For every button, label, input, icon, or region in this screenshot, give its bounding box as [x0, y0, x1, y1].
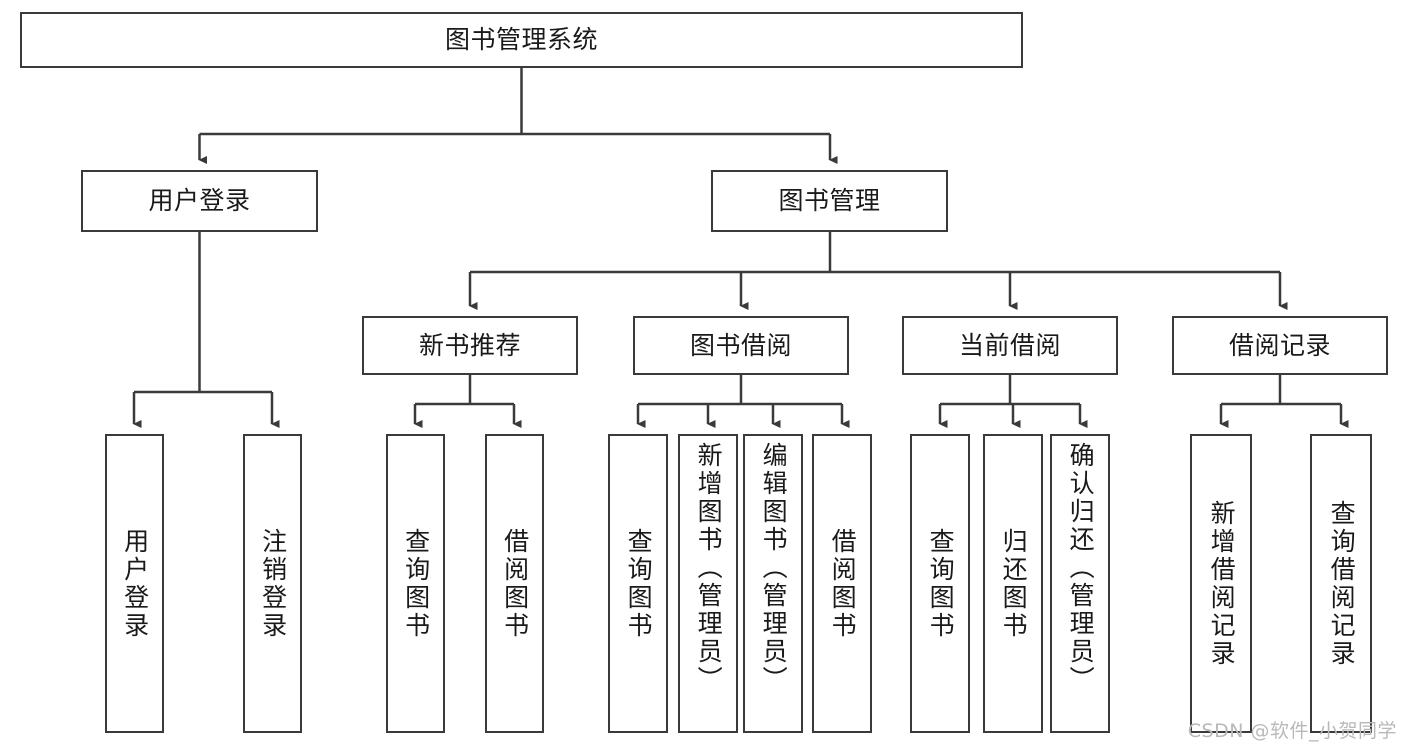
watermark-text: CSDN @软件_小贺同学: [1187, 720, 1397, 742]
node-root-label: 图书管理系统: [444, 25, 598, 55]
node-leaf-borrow-query-label: 查询图书: [624, 527, 654, 640]
node-leaf-cur-query[interactable]: 查询图书: [910, 434, 970, 733]
node-leaf-borrow-edit-label: 编辑图书（管理员）: [759, 442, 789, 694]
node-leaf-borrow-add-label: 新增图书（管理员）: [694, 442, 724, 694]
node-current-borrow[interactable]: 当前借阅: [902, 316, 1118, 375]
node-borrow-record[interactable]: 借阅记录: [1172, 316, 1388, 375]
node-book-manage-label: 图书管理: [778, 186, 881, 216]
node-leaf-user-login[interactable]: 用户登录: [105, 434, 164, 733]
node-leaf-rec-add[interactable]: 新增借阅记录: [1190, 434, 1252, 733]
node-leaf-rec-query2[interactable]: 查询借阅记录: [1310, 434, 1372, 733]
node-book-borrow[interactable]: 图书借阅: [633, 316, 849, 375]
node-user-login[interactable]: 用户登录: [81, 170, 318, 232]
node-leaf-borrow-query[interactable]: 查询图书: [608, 434, 668, 733]
node-book-borrow-label: 图书借阅: [689, 330, 792, 360]
node-leaf-rec-query2-label: 查询借阅记录: [1327, 499, 1357, 668]
node-leaf-borrow-edit[interactable]: 编辑图书（管理员）: [743, 434, 803, 733]
node-leaf-cur-return-label: 归还图书: [999, 527, 1029, 640]
node-borrow-record-label: 借阅记录: [1228, 330, 1331, 360]
node-leaf-cur-return[interactable]: 归还图书: [983, 434, 1043, 733]
node-new-book-rec-label: 新书推荐: [418, 330, 521, 360]
node-leaf-cur-confirm[interactable]: 确认归还（管理员）: [1050, 434, 1110, 733]
node-leaf-cur-confirm-label: 确认归还（管理员）: [1066, 442, 1096, 694]
node-leaf-rec-add-label: 新增借阅记录: [1207, 499, 1237, 668]
node-root[interactable]: 图书管理系统: [20, 12, 1023, 68]
node-leaf-rec-query-label: 查询图书: [401, 527, 431, 640]
node-leaf-rec-borrow-label: 借阅图书: [500, 527, 530, 640]
node-new-book-rec[interactable]: 新书推荐: [362, 316, 578, 375]
node-leaf-borrow-lend[interactable]: 借阅图书: [812, 434, 872, 733]
node-leaf-cur-query-label: 查询图书: [926, 527, 956, 640]
node-leaf-rec-query[interactable]: 查询图书: [386, 434, 445, 733]
node-leaf-borrow-lend-label: 借阅图书: [828, 527, 858, 640]
node-leaf-borrow-add[interactable]: 新增图书（管理员）: [678, 434, 738, 733]
node-current-borrow-label: 当前借阅: [958, 330, 1061, 360]
node-leaf-rec-borrow[interactable]: 借阅图书: [485, 434, 544, 733]
node-leaf-user-login-label: 用户登录: [120, 527, 150, 640]
node-user-login-label: 用户登录: [148, 186, 251, 216]
node-leaf-user-logout-label: 注销登录: [258, 527, 288, 640]
node-leaf-user-logout[interactable]: 注销登录: [243, 434, 302, 733]
node-book-manage[interactable]: 图书管理: [711, 170, 948, 232]
